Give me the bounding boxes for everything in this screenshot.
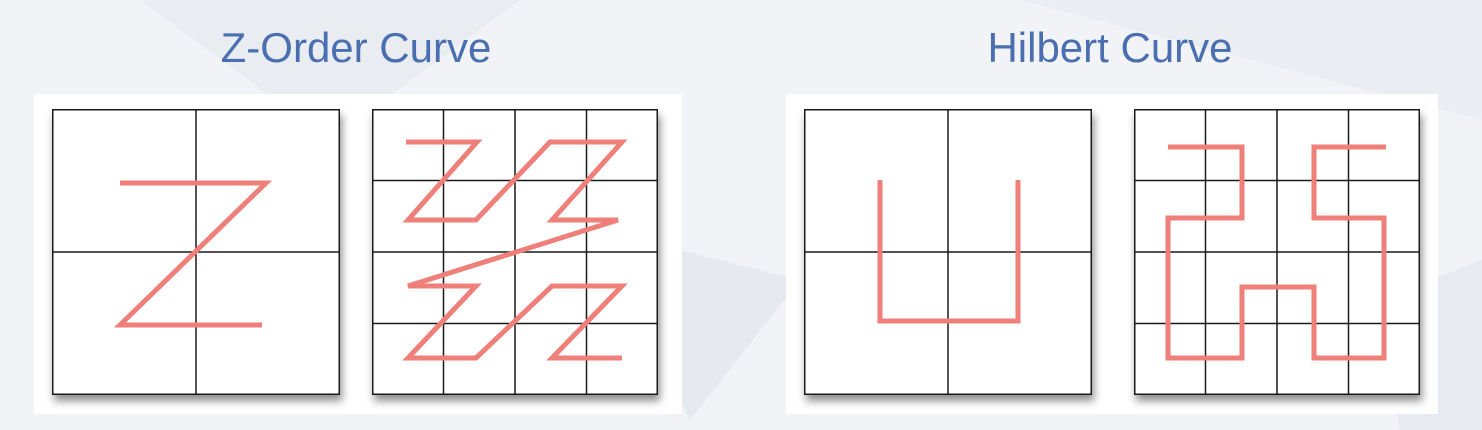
hilbert-order1-diagram bbox=[804, 109, 1092, 395]
hilbert-order1-curve bbox=[877, 180, 1021, 324]
z-order-order2-curve bbox=[402, 139, 628, 361]
hilbert-order2-diagram bbox=[1134, 109, 1420, 395]
hilbert-title: Hilbert Curve bbox=[987, 24, 1233, 71]
z-order-grid-4x4 bbox=[372, 109, 658, 395]
z-order-order1-diagram bbox=[52, 109, 340, 395]
z-order-grid-2x2 bbox=[52, 109, 340, 395]
hilbert-grid-4x4 bbox=[1134, 109, 1420, 395]
z-order-order1-curve bbox=[113, 180, 273, 328]
hilbert-grid-2x2 bbox=[804, 109, 1092, 395]
z-order-title: Z-Order Curve bbox=[220, 24, 492, 71]
grid-lines bbox=[804, 109, 1092, 395]
grid-lines bbox=[1134, 109, 1420, 395]
z-order-order2-diagram bbox=[372, 109, 658, 395]
hilbert-order2-curve bbox=[1165, 144, 1387, 361]
